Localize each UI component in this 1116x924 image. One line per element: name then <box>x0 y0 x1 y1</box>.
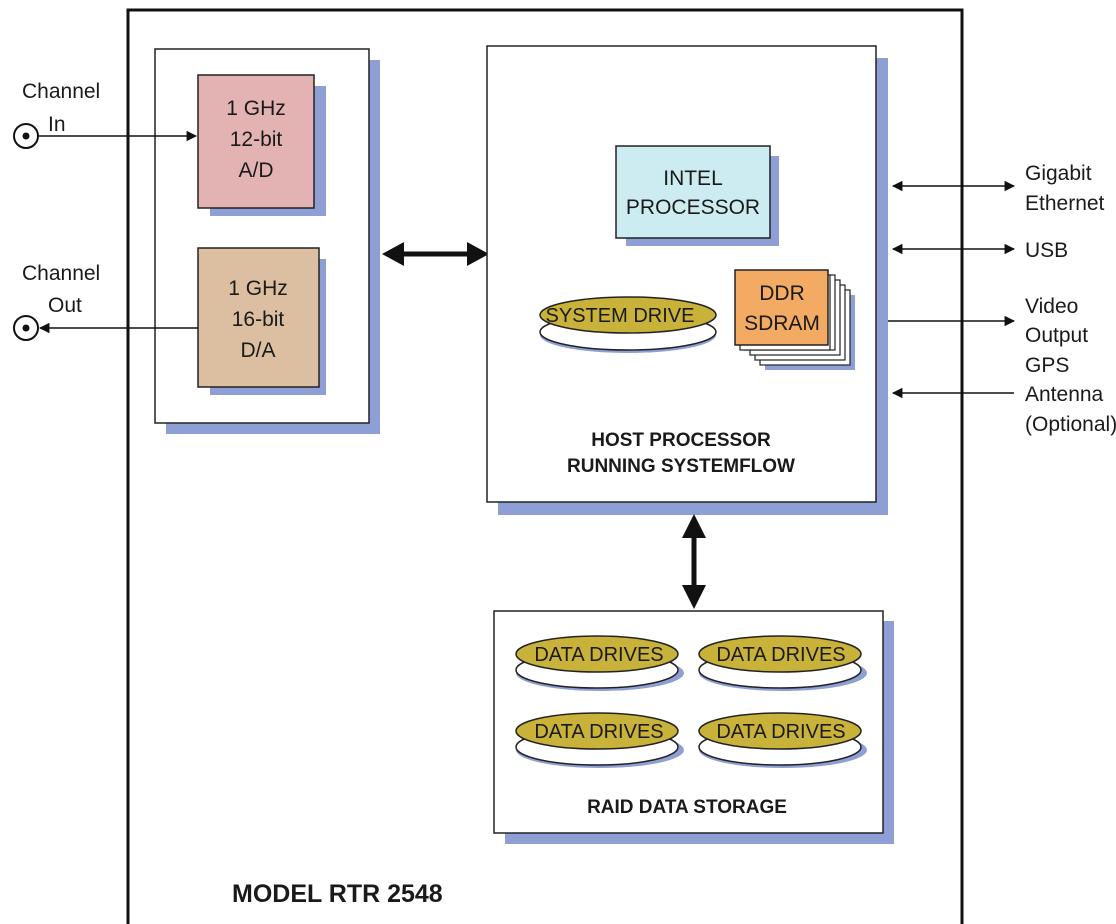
dac-label-1: 1 GHz <box>228 277 288 300</box>
data-drive-4: DATA DRIVES <box>698 712 867 768</box>
host-storage-link <box>682 514 706 609</box>
usb-label: USB <box>1025 239 1068 262</box>
adc-label-2: 12-bit <box>230 128 283 151</box>
ddr-sdram-block: DDR SDRAM <box>734 269 855 370</box>
dac-label-2: 16-bit <box>232 308 285 331</box>
model-label: MODEL RTR 2548 <box>232 880 443 908</box>
channel-in-label-2: In <box>48 113 66 136</box>
host-caption-1: HOST PROCESSOR <box>591 430 771 451</box>
channel-in-port: Channel In <box>13 80 198 149</box>
data-drive-label-3: DATA DRIVES <box>534 721 663 743</box>
sdram-label-1: DDR <box>759 282 805 305</box>
video-label-2: Output <box>1025 324 1088 347</box>
ethernet-label-1: Gigabit <box>1025 162 1092 185</box>
channel-out-port: Channel Out <box>13 262 198 341</box>
channel-out-label-2: Out <box>48 294 82 317</box>
data-drive-label-2: DATA DRIVES <box>716 644 845 666</box>
adc-block: 1 GHz 12-bit A/D <box>197 74 326 216</box>
gps-label-3: (Optional) <box>1025 413 1116 436</box>
intel-processor-block: INTEL PROCESSOR <box>615 145 779 246</box>
dac-label-3: D/A <box>240 339 275 362</box>
adc-label-1: 1 GHz <box>226 97 286 120</box>
data-drive-label-4: DATA DRIVES <box>716 721 845 743</box>
data-drive-label-1: DATA DRIVES <box>534 644 663 666</box>
raid-caption: RAID DATA STORAGE <box>587 797 787 818</box>
video-label-1: Video <box>1025 295 1078 318</box>
channel-out-label-1: Channel <box>22 262 100 285</box>
sdram-label-2: SDRAM <box>744 312 820 335</box>
system-drive-label: SYSTEM DRIVE <box>546 305 695 327</box>
gps-label-1: GPS <box>1025 354 1069 377</box>
converter-host-link <box>382 242 489 266</box>
data-drive-1: DATA DRIVES <box>515 635 684 691</box>
system-drive-disk: SYSTEM DRIVE <box>539 296 717 353</box>
adc-label-3: A/D <box>238 159 273 182</box>
processor-label-2: PROCESSOR <box>626 196 760 219</box>
processor-label-1: INTEL <box>663 167 723 190</box>
host-caption-2: RUNNING SYSTEMFLOW <box>567 456 795 477</box>
gps-label-2: Antenna <box>1025 383 1104 406</box>
dac-block: 1 GHz 16-bit D/A <box>197 247 326 395</box>
ethernet-label-2: Ethernet <box>1025 192 1105 215</box>
data-drive-2: DATA DRIVES <box>698 635 867 691</box>
data-drive-3: DATA DRIVES <box>515 712 684 768</box>
io-connections <box>888 180 1016 399</box>
channel-in-label-1: Channel <box>22 80 100 103</box>
